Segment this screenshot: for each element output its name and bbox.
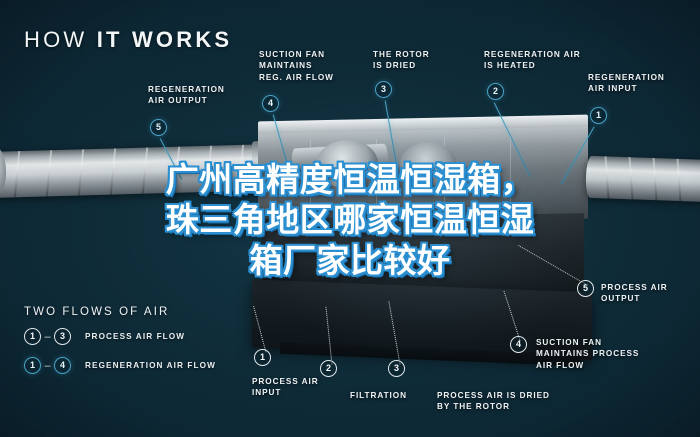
callout-label-process-air-output: PROCESS AIR OUTPUT [601,283,668,304]
legend-label-process-air-flow: PROCESS AIR FLOW [85,332,186,341]
marker-bottom-5[interactable]: 5 [577,280,594,297]
page-title-bold: IT WORKS [96,27,233,52]
callout-label-process-air-dried: PROCESS AIR IS DRIED BY THE ROTOR [437,391,550,412]
marker-top-3[interactable]: 3 [375,81,392,98]
marker-bottom-4[interactable]: 4 [510,336,527,353]
legend-marker-from: 1 [24,357,41,374]
legend-label-regeneration-air-flow: REGENERATION AIR FLOW [85,361,216,370]
callout-label-suction-fan-reg: SUCTION FAN MAINTAINS REG. AIR FLOW [259,50,334,82]
marker-top-2[interactable]: 2 [487,83,504,100]
marker-top-5[interactable]: 5 [150,119,167,136]
callout-label-regeneration-air-output: REGENERATION AIR OUTPUT [148,85,225,106]
callout-label-suction-fan-process: SUCTION FAN MAINTAINS PROCESS AIR FLOW [536,338,640,370]
legend-row-regeneration: 1 – 4 REGENERATION AIR FLOW [24,357,216,374]
legend-dash: – [44,359,51,372]
callout-label-regeneration-air-heated: REGENERATION AIR IS HEATED [484,50,581,71]
legend-marker-to: 4 [54,357,71,374]
legend-dash: – [44,330,51,343]
callout-label-regeneration-air-input: REGENERATION AIR INPUT [588,73,665,94]
legend-title: TWO FLOWS OF AIR [24,306,170,318]
marker-top-4[interactable]: 4 [262,95,279,112]
marker-bottom-1[interactable]: 1 [254,349,271,366]
marker-top-1[interactable]: 1 [590,107,607,124]
callout-label-process-air-input: PROCESS AIR INPUT [252,377,319,398]
legend-marker-to: 3 [54,328,71,345]
page-title: HOW IT WORKS [24,27,232,53]
callout-label-filtration: FILTRATION [350,391,407,400]
legend-marker-from: 1 [24,328,41,345]
marker-bottom-2[interactable]: 2 [320,360,337,377]
page-title-light: HOW [24,27,97,52]
marker-bottom-3[interactable]: 3 [388,360,405,377]
legend-row-process: 1 – 3 PROCESS AIR FLOW [24,328,185,345]
callout-label-rotor-is-dried: THE ROTOR IS DRIED [373,50,430,71]
